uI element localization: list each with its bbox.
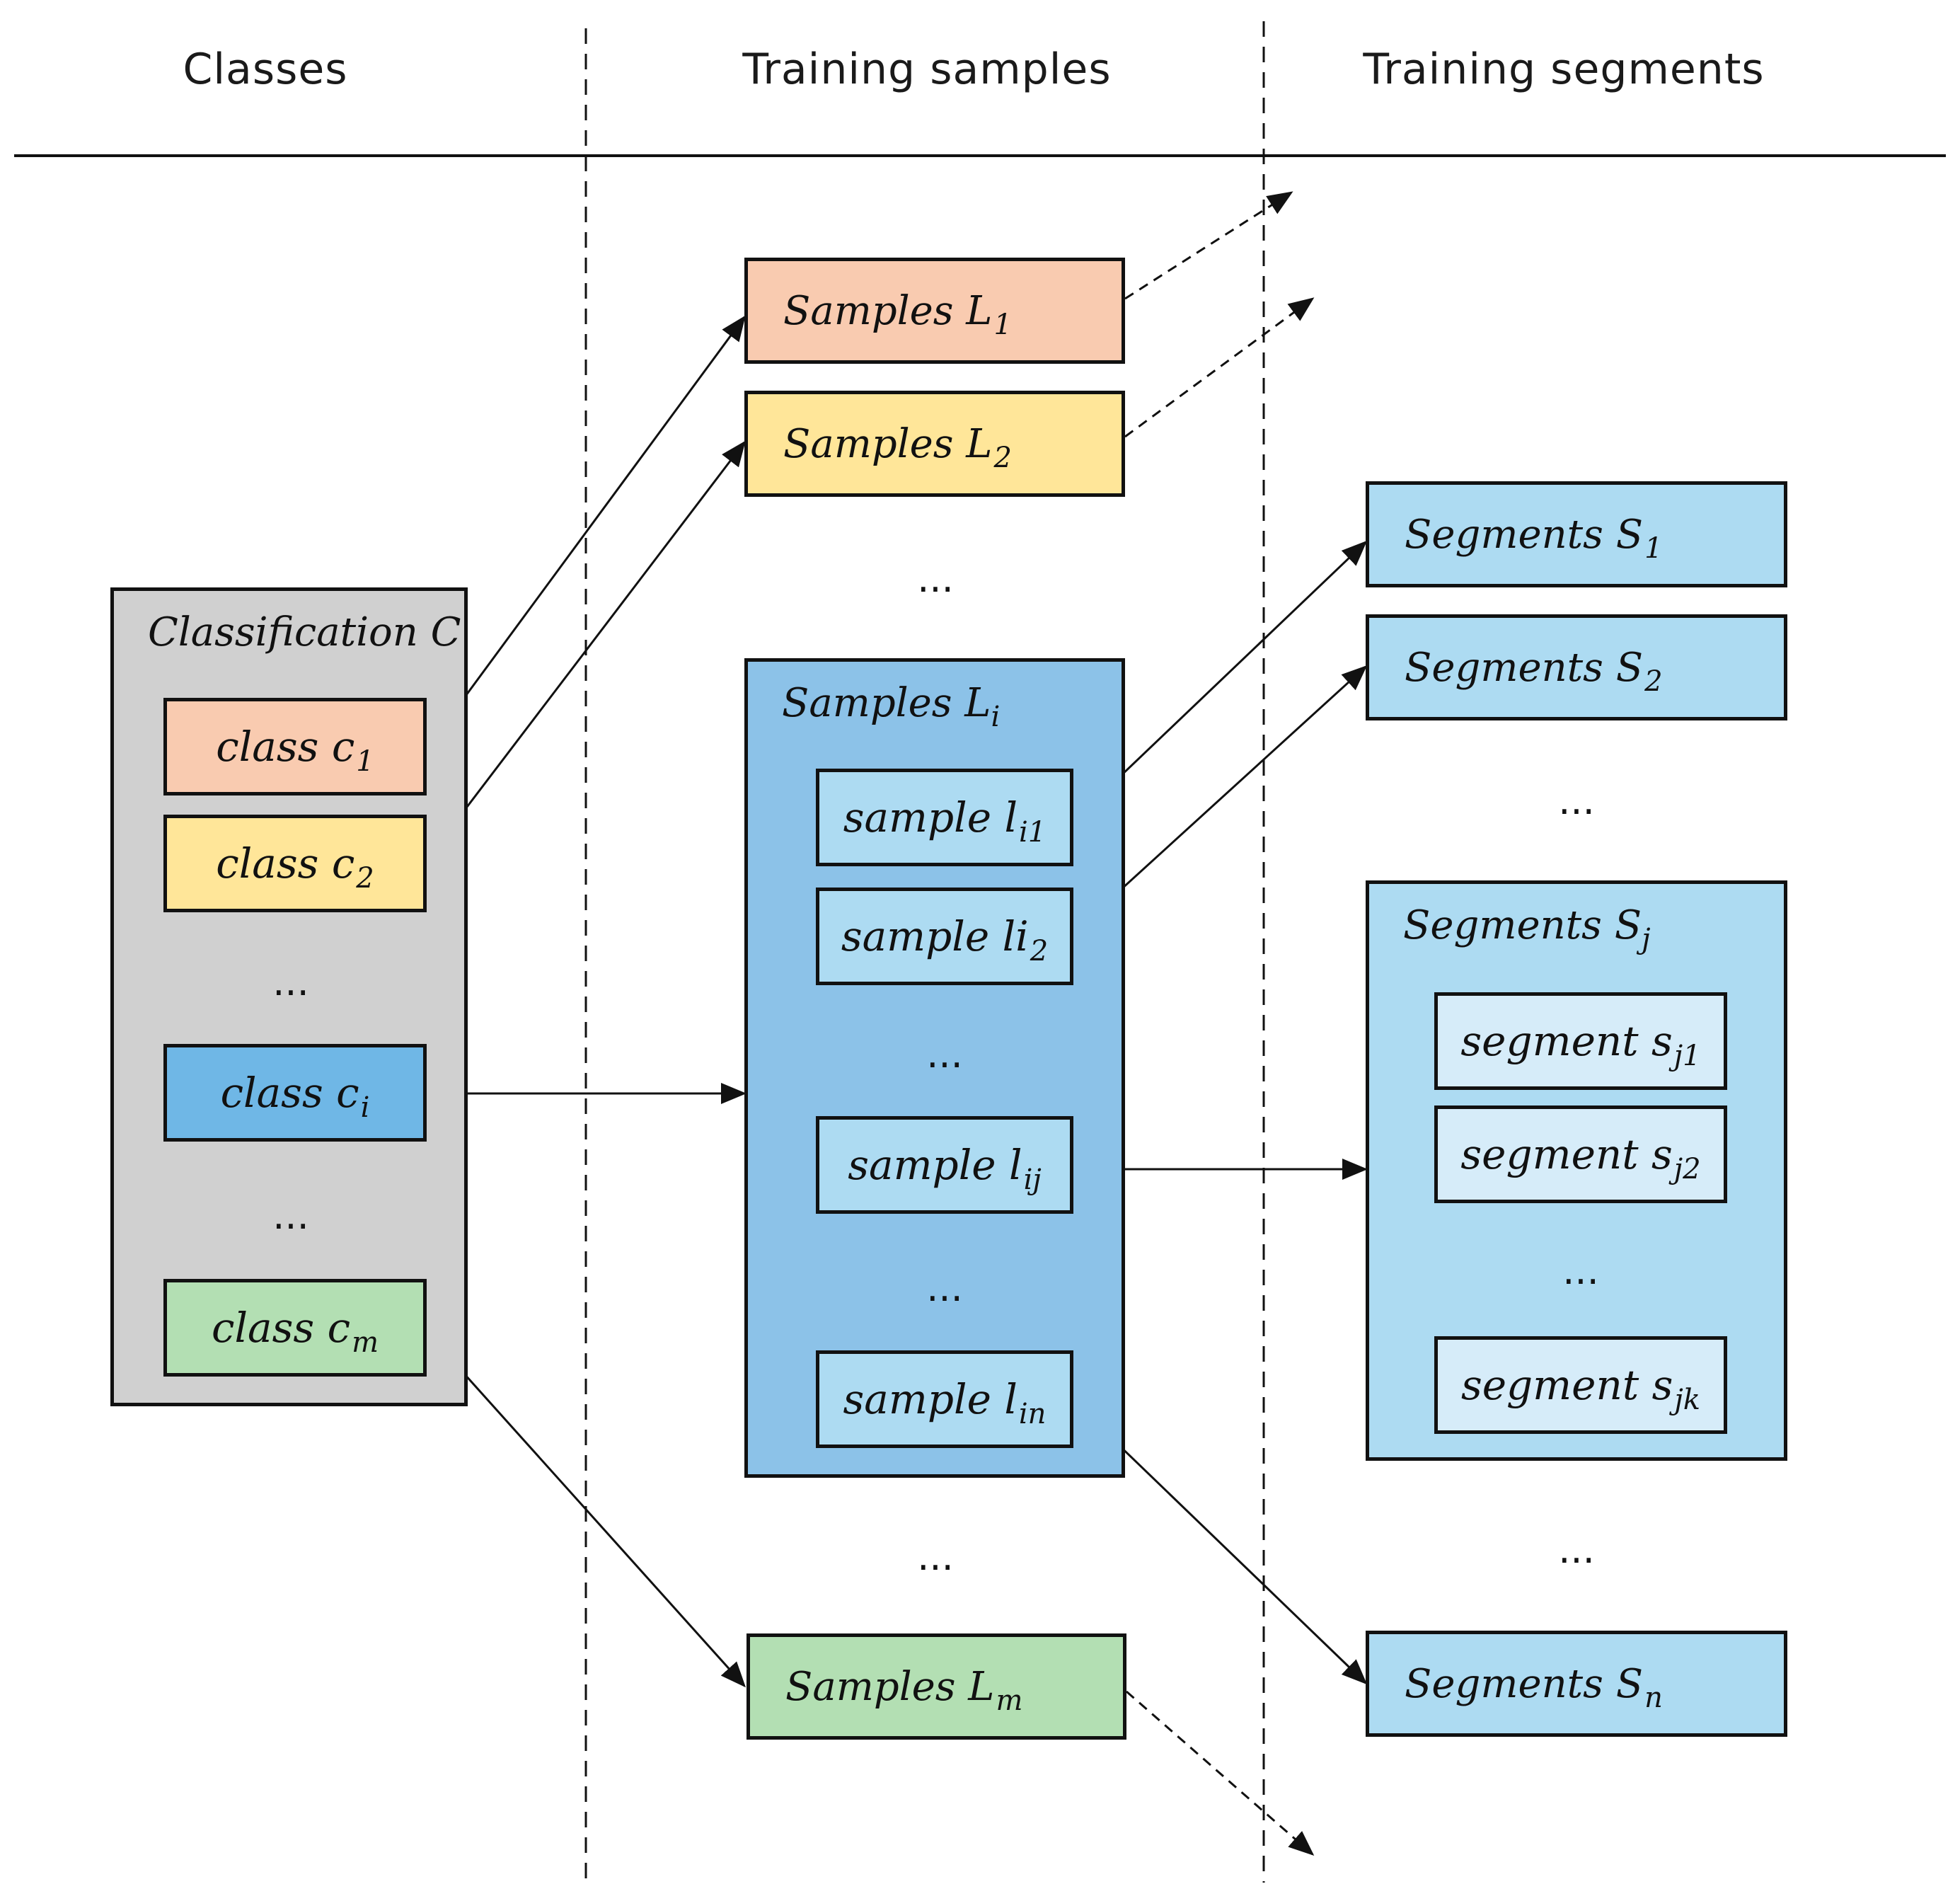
header-classes: Classes — [183, 45, 348, 94]
class-c1: class c1 — [163, 698, 427, 796]
class-c2: class c2 — [163, 815, 427, 912]
segment-sjk: segment sjk — [1434, 1336, 1727, 1434]
segments-ellipsis-bottom: ... — [1558, 1527, 1595, 1572]
samples-L2: Samples L2 — [744, 391, 1125, 497]
header-training-samples: Training samples — [742, 45, 1112, 94]
class-ci: class ci — [163, 1044, 427, 1142]
segments-ellipsis-top: ... — [1558, 779, 1595, 823]
arrow-L2-out — [1124, 297, 1315, 438]
sample-li1: sample li1 — [816, 769, 1073, 866]
samples-ellipsis-bottom: ... — [917, 1534, 954, 1579]
arrow-L1-out — [1124, 191, 1293, 300]
sample-lij: sample lij — [816, 1116, 1073, 1214]
segments-Sn: Segments Sn — [1366, 1631, 1787, 1737]
class-cm: class cm — [163, 1279, 427, 1377]
arrow-cm-Lm — [425, 1331, 746, 1688]
class-ellipsis-2: ... — [272, 1193, 309, 1238]
class-ellipsis-1: ... — [272, 960, 309, 1004]
samples-Lm: Samples Lm — [746, 1633, 1126, 1740]
arrow-Lm-out — [1126, 1690, 1315, 1856]
segments-S1: Segments S1 — [1366, 481, 1787, 587]
classification-title: Classification C — [148, 609, 461, 655]
sample-li2: sample li2 — [816, 888, 1073, 985]
header-training-segments: Training segments — [1363, 45, 1765, 94]
samples-Li-title: Samples Li — [782, 680, 1001, 733]
samples-L1: Samples L1 — [744, 258, 1125, 364]
samples-ellipsis-top: ... — [917, 556, 954, 601]
samples-li-ellipsis-2: ... — [926, 1265, 963, 1310]
arrow-c2-L2 — [425, 440, 746, 861]
segment-sj1: segment sj1 — [1434, 992, 1727, 1090]
segment-sj2: segment sj2 — [1434, 1105, 1727, 1203]
segments-Sj-title: Segments Sj — [1403, 902, 1651, 955]
segments-S2: Segments S2 — [1366, 614, 1787, 720]
sample-lin: sample lin — [816, 1350, 1073, 1448]
samples-li-ellipsis-1: ... — [926, 1032, 963, 1076]
segments-sj-ellipsis: ... — [1562, 1248, 1599, 1293]
arrow-c1-L1 — [425, 315, 746, 750]
